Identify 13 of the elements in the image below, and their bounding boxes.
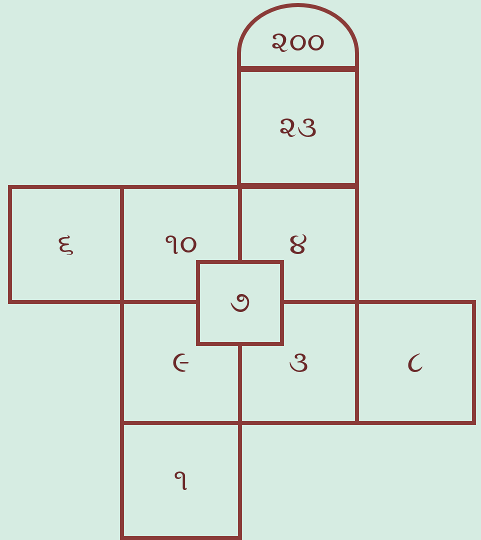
number-label: ૧૦	[164, 230, 198, 260]
number-label: ૨૩	[279, 112, 317, 142]
number-label: ૮	[407, 348, 424, 378]
dome-panel	[237, 2, 359, 70]
number-label: ૧	[174, 466, 188, 496]
number-label: ૨૦૦	[271, 28, 325, 58]
number-label: ૪	[289, 230, 308, 260]
number-label: ૬	[58, 230, 74, 260]
number-label: ૯	[172, 348, 190, 378]
number-label: ૩	[288, 348, 308, 378]
number-square	[196, 260, 284, 346]
number-square	[237, 68, 359, 187]
number-label: ૭	[230, 288, 250, 318]
